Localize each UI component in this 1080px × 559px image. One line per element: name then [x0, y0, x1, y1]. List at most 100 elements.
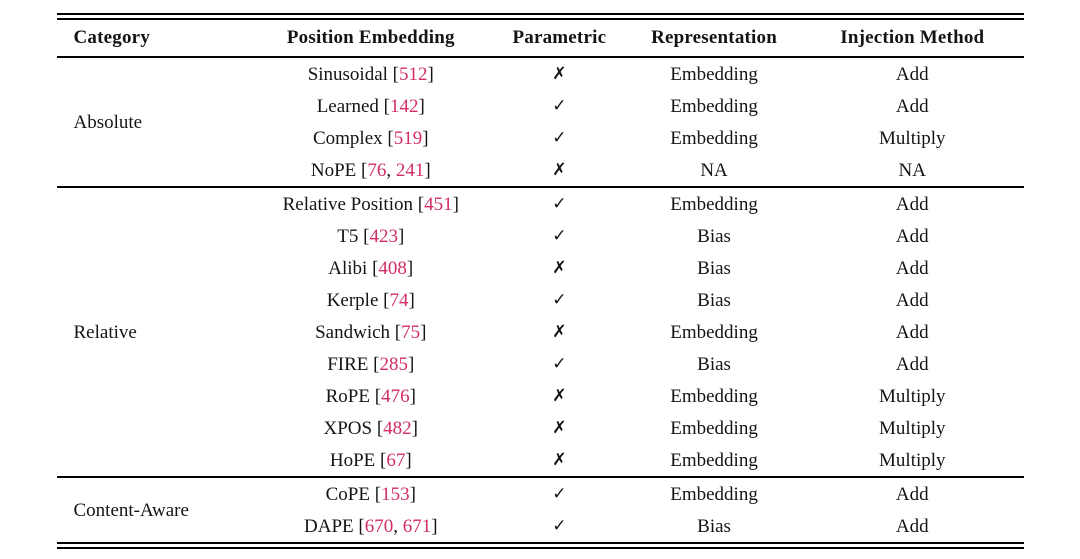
table-row: Complex [519] ✓ Embedding Multiply: [57, 122, 1024, 154]
position-embedding-cell: FIRE [285]: [327, 353, 415, 375]
check-icon: ✓: [552, 289, 567, 310]
table-row: HoPE [67] ✗ Embedding Multiply: [57, 444, 1024, 477]
position-embedding-table-wrap: Category Position Embedding Parametric R…: [56, 13, 1024, 549]
position-embedding-cell: Learned [142]: [316, 95, 425, 117]
representation-cell: Bias: [697, 225, 731, 247]
position-embedding-cell: Relative Position [451]: [249, 186, 492, 220]
representation-cell: Bias: [697, 515, 731, 537]
citation-link[interactable]: 519: [393, 127, 423, 149]
header-representation: Representation: [627, 20, 802, 58]
citation-link[interactable]: 482: [383, 417, 412, 439]
citation-link[interactable]: 76: [367, 159, 387, 181]
citation-link[interactable]: 241: [395, 159, 425, 181]
injection-cell: Add: [895, 257, 929, 279]
injection-cell: Multiply: [879, 127, 946, 149]
table-row: Alibi [408] ✗ Bias Add: [57, 252, 1024, 284]
citation-link[interactable]: 153: [381, 483, 410, 505]
cross-icon: ✗: [552, 257, 567, 278]
category-cell: Content-Aware: [56, 476, 250, 542]
check-icon: ✓: [491, 186, 628, 220]
representation-cell: Embedding: [627, 476, 802, 510]
representation-cell: NA: [700, 159, 728, 181]
citation-link[interactable]: 142: [390, 95, 419, 117]
injection-cell: Add: [895, 289, 929, 311]
representation-cell: Embedding: [670, 321, 758, 343]
injection-cell: Add: [801, 186, 1024, 220]
injection-cell: Multiply: [879, 417, 946, 439]
header-category: Category: [56, 20, 250, 58]
table-row: RoPE [476] ✗ Embedding Multiply: [57, 380, 1024, 412]
check-icon: ✓: [552, 95, 567, 116]
injection-cell: Add: [801, 476, 1024, 510]
representation-cell: Embedding: [627, 186, 802, 220]
table-row: NoPE [76, 241] ✗ NA NA: [57, 154, 1024, 187]
citation-link[interactable]: 285: [379, 353, 408, 375]
representation-cell: Embedding: [670, 95, 758, 117]
table-row: XPOS [482] ✗ Embedding Multiply: [57, 412, 1024, 444]
cross-icon: ✗: [552, 449, 567, 470]
category-cell: Relative: [56, 186, 250, 477]
citation-link[interactable]: 670: [364, 515, 394, 537]
injection-cell: Add: [895, 321, 929, 343]
representation-cell: Embedding: [670, 449, 758, 471]
header-position-embedding: Position Embedding: [249, 20, 492, 58]
table-row: Sandwich [75] ✗ Embedding Add: [57, 316, 1024, 348]
check-icon: ✓: [552, 127, 567, 148]
citation-link[interactable]: 67: [386, 449, 406, 471]
citation-link[interactable]: 423: [369, 225, 398, 247]
representation-cell: Bias: [697, 353, 731, 375]
header-injection-method: Injection Method: [801, 20, 1024, 58]
representation-cell: Embedding: [670, 385, 758, 407]
check-icon: ✓: [552, 225, 567, 246]
cross-icon: ✗: [552, 417, 567, 438]
header-row: Category Position Embedding Parametric R…: [56, 20, 1024, 58]
representation-cell: Bias: [697, 257, 731, 279]
injection-cell: Add: [895, 95, 929, 117]
representation-cell: Embedding: [670, 127, 758, 149]
header-parametric: Parametric: [491, 20, 628, 58]
citation-link[interactable]: 74: [389, 289, 409, 311]
injection-cell: Multiply: [879, 385, 946, 407]
cross-icon: ✗: [552, 159, 567, 180]
position-embedding-cell: Sinusoidal [512]: [307, 63, 434, 85]
check-icon: ✓: [552, 515, 567, 536]
representation-cell: Embedding: [670, 417, 758, 439]
cross-icon: ✗: [552, 63, 567, 84]
representation-cell: Bias: [697, 289, 731, 311]
position-embedding-cell: NoPE [76, 241]: [310, 159, 431, 181]
position-embedding-cell: T5 [423]: [337, 225, 405, 247]
cross-icon: ✗: [552, 321, 567, 342]
position-embedding-table: Category Position Embedding Parametric R…: [56, 20, 1024, 542]
table-row: DAPE [670, 671] ✓ Bias Add: [57, 510, 1024, 542]
table-row: Learned [142] ✓ Embedding Add: [57, 90, 1024, 122]
citation-link[interactable]: 476: [381, 385, 410, 407]
position-embedding-cell: DAPE [670, 671]: [304, 515, 438, 537]
representation-cell: Embedding: [670, 63, 758, 85]
position-embedding-cell: CoPE [153]: [249, 476, 492, 510]
citation-link[interactable]: 75: [401, 321, 421, 343]
citation-link[interactable]: 408: [378, 257, 407, 279]
position-embedding-cell: Sandwich [75]: [315, 321, 427, 343]
position-embedding-cell: Complex [519]: [312, 127, 429, 149]
citation-link[interactable]: 451: [424, 193, 453, 215]
injection-cell: Add: [895, 63, 929, 85]
check-icon: ✓: [491, 476, 628, 510]
injection-cell: Add: [895, 225, 929, 247]
injection-cell: Add: [895, 353, 929, 375]
position-embedding-cell: XPOS [482]: [323, 417, 418, 439]
injection-cell: NA: [898, 159, 926, 181]
citation-link[interactable]: 671: [402, 515, 432, 537]
position-embedding-cell: HoPE [67]: [329, 449, 412, 471]
injection-cell: Add: [895, 515, 929, 537]
injection-cell: Multiply: [879, 449, 946, 471]
position-embedding-cell: RoPE [476]: [325, 385, 416, 407]
table-row: T5 [423] ✓ Bias Add: [57, 220, 1024, 252]
cross-icon: ✗: [552, 385, 567, 406]
citation-link[interactable]: 512: [399, 63, 428, 85]
position-embedding-cell: Alibi [408]: [328, 257, 414, 279]
